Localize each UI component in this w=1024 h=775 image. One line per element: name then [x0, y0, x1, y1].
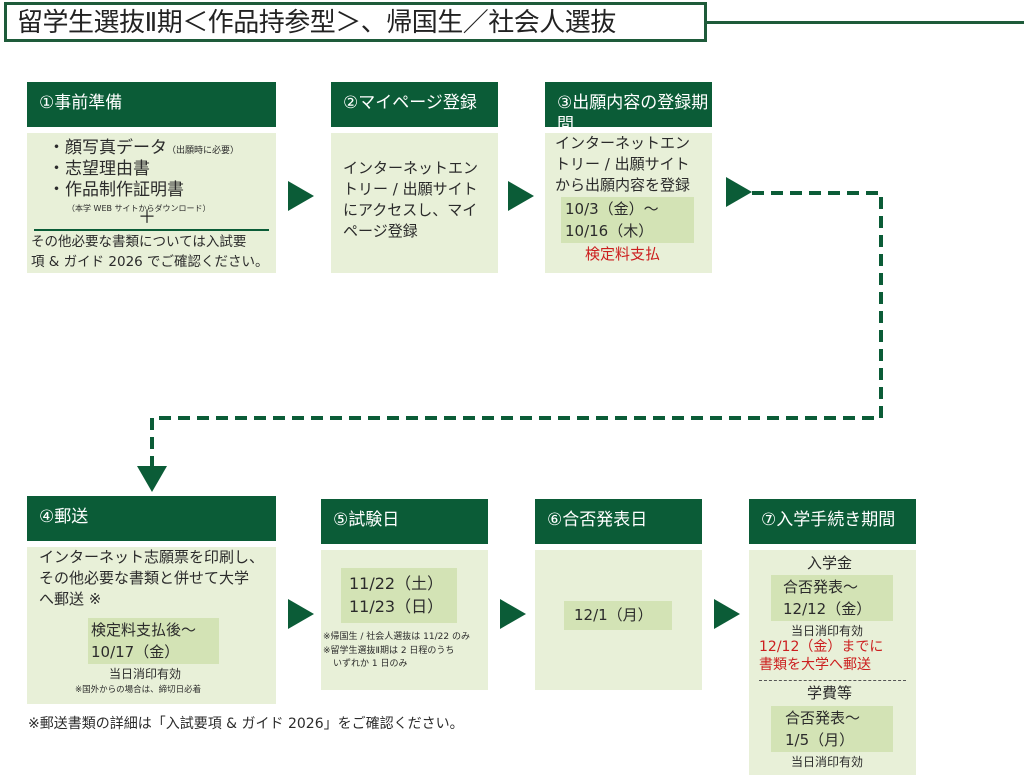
other-docs-line1: その他必要な書類については入試要: [31, 234, 247, 250]
fee-payment-note: 検定料支払: [585, 245, 661, 263]
fee2-period-highlight: 合否発表～ 1/5（月）: [771, 706, 893, 752]
mail-deadline-line2: 書類を大学へ郵送: [759, 657, 871, 673]
fee2-start: 合否発表～: [785, 709, 861, 727]
arrow-right-icon: [508, 181, 534, 211]
item-certificate: ・作品制作証明書: [48, 180, 184, 201]
step1-panel: ・顔写真データ（出願時に必要） ・志望理由書 ・作品制作証明書 （本学 WEB …: [27, 133, 276, 273]
overseas-note: ※国外からの場合は、締切日必着: [75, 685, 202, 695]
arrow-right-icon: [500, 599, 526, 629]
step1-heading: ①事前準備: [27, 82, 276, 127]
arrow-right-icon: [714, 599, 740, 629]
step3-line: インターネットエン: [555, 134, 691, 152]
title-box: 留学生選抜Ⅱ期＜作品持参型＞、帰国生／社会人選抜: [4, 2, 707, 42]
exam-dates-highlight: 11/22（土） 11/23（日）: [341, 568, 457, 623]
item-label: 顔写真データ: [65, 138, 167, 158]
arrow-down-icon: [137, 466, 167, 492]
exam-note-2: ※留学生選抜Ⅱ期は 2 日程のうち: [323, 646, 455, 656]
postmark-valid: 当日消印有効: [109, 667, 182, 681]
fee1-period-highlight: 合否発表～ 12/12（金）: [771, 575, 893, 621]
title-rule: [707, 21, 1024, 24]
bullet: ・: [48, 159, 65, 179]
step4-panel: インターネット志願票を印刷し、 その他必要な書類と併せて大学 へ郵送 ※ 検定料…: [27, 547, 276, 704]
footnote: ※郵送書類の詳細は「入試要項 & ガイド 2026」をご確認ください。: [28, 716, 464, 732]
bullet: ・: [48, 180, 65, 200]
step3-heading: ③出願内容の登録期間: [545, 82, 712, 135]
step7-heading: ⑦入学手続き期間: [749, 499, 916, 544]
item-reason: ・志望理由書: [48, 159, 150, 180]
step2-line: トリー / 出願サイト: [343, 180, 478, 198]
step7-panel: 入学金 合否発表～ 12/12（金） 当日消印有効 12/12（金）までに 書類…: [749, 550, 916, 775]
download-note: （本学 WEB サイトからダウンロード）: [67, 204, 211, 213]
exam-date-1: 11/22（土）: [349, 574, 444, 593]
plus-icon: ＋: [138, 207, 156, 228]
period-start: 10/3（金）～: [565, 200, 659, 218]
bullet: ・: [48, 138, 65, 158]
fee1-end: 12/12（金）: [783, 600, 872, 618]
step4-line: その他必要な書類と併せて大学: [39, 569, 250, 587]
page-title: 留学生選抜Ⅱ期＜作品持参型＞、帰国生／社会人選抜: [17, 8, 616, 38]
exam-note-2-cont: いずれか 1 日のみ: [333, 659, 408, 669]
tuition-label: 学費等: [807, 684, 853, 702]
arrow-right-icon: [726, 177, 752, 207]
step2-heading: ②マイページ登録: [331, 82, 498, 127]
step5-heading: ⑤試験日: [321, 499, 488, 544]
divider: [34, 229, 269, 231]
item-note: （出願時に必要）: [167, 146, 240, 156]
step2-line: ページ登録: [343, 222, 418, 240]
step6-panel: 12/1（月）: [535, 550, 702, 690]
step3-line: トリー / 出願サイト: [555, 155, 690, 173]
arrow-right-icon: [288, 181, 314, 211]
result-date: 12/1（月）: [574, 606, 653, 624]
period-highlight: 検定料支払後～ 10/17（金）: [88, 618, 219, 664]
step4-heading: ④郵送: [27, 496, 276, 541]
result-date-highlight: 12/1（月）: [564, 601, 672, 630]
step2-line: インターネットエン: [343, 159, 479, 177]
fee1-postmark: 当日消印有効: [791, 624, 864, 638]
step4-line: へ郵送 ※: [39, 590, 102, 608]
step6-heading: ⑥合否発表日: [535, 499, 702, 544]
step3-line: から出願内容を登録: [555, 176, 691, 194]
item-label: 作品制作証明書: [65, 180, 184, 200]
step5-panel: 11/22（土） 11/23（日） ※帰国生 / 社会人選抜は 11/22 のみ…: [321, 550, 488, 690]
period-end: 10/16（木）: [565, 222, 654, 240]
dashed-path: [150, 191, 883, 468]
period-highlight: 10/3（金）～ 10/16（木）: [561, 197, 694, 243]
fee1-start: 合否発表～: [783, 578, 859, 596]
enrollment-fee-label: 入学金: [807, 554, 853, 572]
exam-date-2: 11/23（日）: [349, 597, 444, 616]
step3-panel: インターネットエン トリー / 出願サイト から出願内容を登録 10/3（金）～…: [545, 133, 712, 273]
exam-note-1: ※帰国生 / 社会人選抜は 11/22 のみ: [323, 632, 470, 642]
step4-line: インターネット志願票を印刷し、: [39, 548, 265, 566]
arrow-right-icon: [288, 599, 314, 629]
other-docs-line2: 項 & ガイド 2026 でご確認ください。: [31, 254, 269, 270]
dotted-divider: [759, 680, 906, 681]
item-label: 志望理由書: [65, 159, 150, 179]
period-end: 10/17（金）: [91, 643, 180, 661]
fee2-postmark: 当日消印有効: [791, 755, 864, 769]
step2-panel: インターネットエン トリー / 出願サイト にアクセスし、マイ ページ登録: [331, 133, 498, 273]
mail-deadline-line1: 12/12（金）までに: [759, 639, 884, 655]
fee2-end: 1/5（月）: [785, 731, 855, 749]
step2-line: にアクセスし、マイ: [343, 201, 478, 219]
item-photo: ・顔写真データ（出願時に必要）: [48, 138, 239, 159]
period-start: 検定料支払後～: [91, 621, 197, 639]
